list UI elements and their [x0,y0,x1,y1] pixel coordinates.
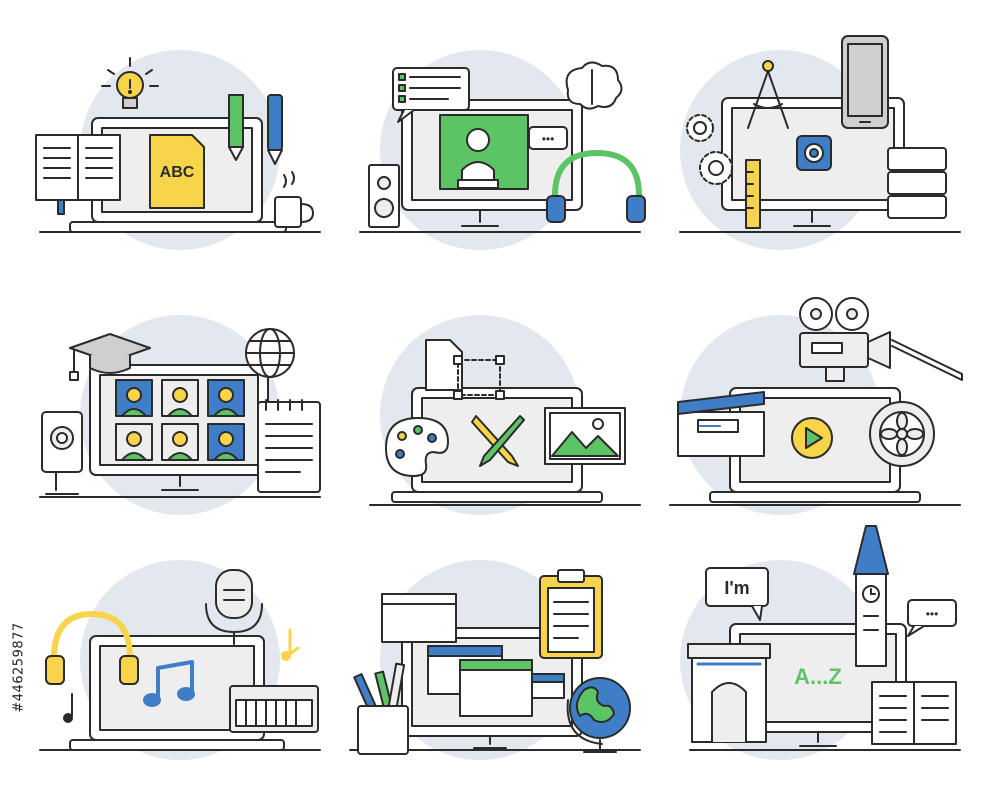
small-note-icon [63,628,300,723]
file-icon [425,339,463,391]
speech-bubble-right-icon: ••• [907,599,957,637]
smartphone-icon [841,35,889,129]
triumphal-arch-icon [687,643,771,743]
chat-bubble-icon: ••• [528,126,568,150]
speaker-icon [368,164,400,228]
webcam-icon [41,411,83,495]
alphabet-text: A...Z [794,664,842,689]
watermark-id: #446259877 [4,560,27,790]
brain-icon [565,61,623,110]
settings-app-icon [796,135,832,171]
tile-online-tutor: ••• [359,50,646,250]
globe-icon [245,328,295,378]
tile-video-production [669,297,963,515]
document-text: ABC [160,164,195,181]
graduation-cap-icon [69,333,151,381]
speech-bubble-left-icon: I'm [705,567,769,621]
big-ben-tower-icon [853,525,889,667]
film-reel-icon [869,401,935,467]
clapperboard-icon [677,391,765,457]
chat-bubble-text: ••• [542,132,555,146]
participants-grid [115,379,245,461]
tile-language-learning: I'm ••• A...Z [680,525,961,760]
speech-bubble-left-text: I'm [724,578,749,598]
piano-keyboard-icon [229,685,319,733]
checklist-bubble-icon [392,67,470,123]
open-book-icon [35,134,121,215]
image-icon [544,407,626,465]
pen-icon [267,94,283,165]
abc-document-icon: ABC [149,134,205,209]
open-book-icon [871,681,957,745]
tile-writing: ABC [35,50,321,250]
desk-globe-icon [566,677,631,753]
browser-windows-icon [381,593,565,717]
play-button-icon [791,417,833,459]
tile-web-development [349,560,641,760]
headphones-icon [546,150,646,223]
paint-palette-icon [385,417,449,477]
clipboard-icon [539,569,603,659]
music-note-icon [143,660,195,707]
coffee-mug-icon [274,171,314,228]
headphones-icon [45,611,139,685]
tile-graphic-design [369,315,641,515]
spiral-notepad-icon [257,399,321,493]
server-stack-icon [887,147,947,219]
speech-bubble-right-text: ••• [926,607,939,621]
pencil-cup-icon [353,662,409,755]
tile-music [39,560,321,760]
pencil-icon [228,94,244,161]
watermark-id-text: #446259877 [11,622,27,713]
movie-camera-icon [799,297,963,382]
ruler-icon [745,159,761,229]
pencil-and-brush-icon [471,415,525,467]
tile-engineering [679,35,961,250]
tutor-avatar-icon [457,128,499,189]
gears-icon [686,114,733,185]
vector-path-icon [453,355,505,400]
lightbulb-icon [101,57,159,109]
microphone-icon [205,569,263,645]
drawing-compass-icon [747,60,789,129]
tile-video-conference [39,315,321,515]
